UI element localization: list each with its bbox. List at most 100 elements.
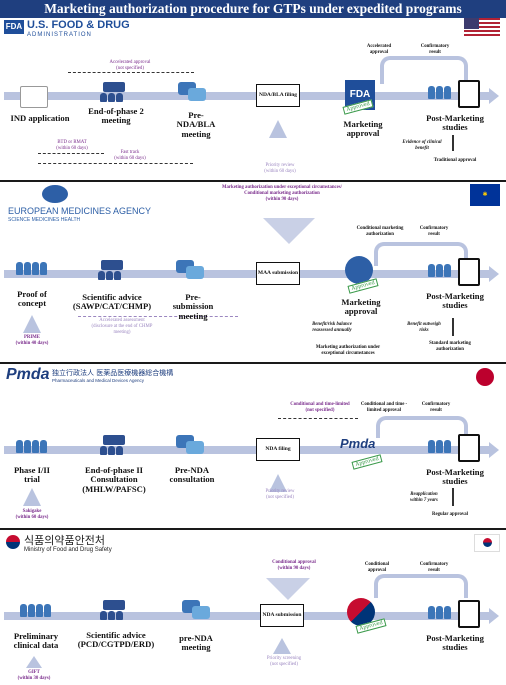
us-ind-label: IND application	[10, 113, 70, 123]
us-people-icon	[428, 86, 451, 99]
eu-meeting-icon	[98, 260, 126, 282]
eu-confirm-label: Confirmatory result	[419, 226, 449, 237]
jp-pmda-approval-icon: Pmda	[340, 436, 376, 451]
jp-priority-arrow	[269, 474, 287, 492]
eu-checklist-icon	[458, 258, 480, 286]
mfds-logo-icon	[6, 535, 20, 549]
jp-phase-label: Phase I/II trial	[13, 465, 51, 485]
eu-chat-icon	[176, 260, 206, 282]
pmda-logo: Pmda	[6, 366, 50, 383]
eu-cond-auth-label: Conditional marketing authorization	[356, 226, 404, 237]
kr-chat-icon	[182, 600, 212, 622]
eu-marketing-label: Marketing approval	[341, 297, 381, 317]
panel-divider-2	[0, 362, 506, 364]
eu-presub-label: Pre-submission meeting	[172, 292, 214, 321]
ema-name: EUROPEAN MEDICINES AGENCY	[8, 206, 152, 216]
pmda-name: 独立行政法人 医薬品医療機器総合機構	[52, 369, 174, 377]
jp-people-icon	[16, 440, 47, 453]
eu-flag-icon: ✱	[470, 184, 500, 206]
eu-accel-label: Accelerated assessment(disclosure at the…	[91, 318, 153, 335]
eu-except-note-label: Marketing authorization under exceptiona…	[315, 345, 381, 356]
kr-confirm-label: Confirmatory result	[419, 562, 449, 573]
fda-name: U.S. FOOD & DRUG	[27, 19, 130, 31]
us-priority-label: Priority review(within 60 days)	[264, 163, 296, 174]
jp-filing-box: NDA filing	[256, 438, 300, 461]
us-prebla-label: Pre-NDA/BLA meeting	[176, 110, 216, 139]
us-btd-label: BTD or RMAT(within 60 days)	[56, 140, 88, 151]
eu-timeline-arrowhead	[489, 266, 499, 282]
kr-people-icon	[20, 604, 51, 617]
panel-divider-3	[0, 528, 506, 530]
jp-cond-time-label: Conditional and time-limited(not specifi…	[290, 402, 350, 413]
kr-timeline-arrow	[4, 612, 489, 620]
kr-cond-arrow	[266, 578, 310, 600]
mfds-name: 식품의약품안전처	[24, 534, 105, 547]
us-traditional-label: Traditional approval	[433, 158, 477, 163]
kr-priority-arrow	[273, 638, 291, 654]
kr-timeline-arrowhead	[489, 608, 499, 624]
kr-meeting-icon	[100, 600, 128, 622]
jp-regular-label: Regular approval	[432, 512, 468, 517]
page-title: Marketing authorization procedure for GT…	[0, 0, 506, 18]
us-post-label: Post-Marketing studies	[426, 113, 484, 133]
kr-loop-arrow	[374, 574, 468, 598]
pmda-sub: Pharmaceuticals and Medical Devices Agen…	[52, 378, 145, 383]
ema-logo-icon	[42, 185, 68, 203]
kr-gift-label: GIFT(within 30 days)	[17, 670, 51, 681]
eu-except-label: Marketing authorization under exceptiona…	[222, 185, 343, 202]
us-accelerated-line	[68, 72, 194, 73]
eu-maa-box: MAA submission	[256, 262, 300, 285]
jp-prenda-label: Pre-NDA consultation	[169, 465, 215, 485]
us-checklist-icon	[458, 80, 480, 108]
jp-eop-label: End-of-phase II Consultation (MHLW/PAFSC…	[82, 465, 146, 494]
eu-timeline-arrow	[4, 270, 489, 278]
jp-post-people-icon	[428, 440, 451, 453]
eu-advice-label: Scientific advice (SAWP/CAT/CHMP)	[72, 292, 152, 312]
eu-prime-label: PRIME(within 40 days)	[15, 335, 49, 346]
jp-meeting-icon	[100, 435, 128, 457]
folder-icon	[20, 86, 48, 108]
kr-flag-icon	[474, 534, 500, 552]
us-timeline-arrow	[4, 92, 489, 100]
kr-priority-label: Priority screening(not specified)	[266, 656, 302, 667]
us-flag-icon	[464, 18, 500, 38]
jp-checklist-icon	[458, 434, 480, 462]
us-loop-arrow	[380, 56, 468, 84]
kr-post-people-icon	[428, 606, 451, 619]
mfds-sub: Ministry of Food and Drug Safety	[24, 547, 112, 553]
us-fast-line	[38, 163, 193, 164]
kr-cond-approval-label: Conditional approval	[364, 562, 390, 573]
eu-post-people-icon	[428, 264, 451, 277]
eu-except-arrow	[263, 218, 315, 244]
jp-approved-stamp: Approved	[351, 454, 383, 470]
eu-proof-label: Proof of concept	[17, 289, 47, 309]
eu-benefit-out-label: Benefit outweigh risks	[407, 322, 441, 333]
us-evidence-label: Evidence of clinical benefit	[402, 140, 442, 151]
jp-post-label: Post-Marketing studies	[426, 467, 484, 487]
panel-divider-1	[0, 180, 506, 182]
eu-accel-line	[78, 316, 238, 317]
us-timeline-arrowhead	[489, 88, 499, 104]
kr-post-label: Post-Marketing studies	[426, 633, 484, 653]
kr-gift-arrow	[26, 656, 42, 668]
jp-cond-line	[278, 418, 358, 419]
fda-logo: FDA	[4, 20, 24, 34]
eu-down-arrow	[452, 318, 454, 336]
jp-sakigake-label: Sakigake(within 60 days)	[15, 509, 49, 520]
jp-timeline-arrowhead	[489, 442, 499, 458]
kr-prelim-label: Preliminary clinical data	[13, 631, 59, 651]
kr-checklist-icon	[458, 600, 480, 628]
jp-confirm-label: Confirmatory result	[421, 402, 451, 413]
us-marketing-label: Marketing approval	[343, 119, 383, 139]
jp-sakigake-arrow	[23, 488, 41, 506]
eu-people-icon	[16, 262, 47, 275]
us-accelerated-label: Accelerated approval(not specified)	[109, 60, 151, 71]
kr-submission-box: NDA submission	[260, 604, 304, 627]
kr-prenda-label: pre-NDA meeting	[179, 633, 213, 653]
us-filing-box: NDA/BLA filing	[256, 84, 300, 107]
fda-sub: ADMINISTRATION	[27, 32, 92, 38]
us-eop2-label: End-of-phase 2 meeting	[88, 106, 144, 126]
us-down-arrow	[452, 135, 454, 151]
us-confirm-label: Confirmatory result	[420, 44, 450, 55]
jp-down-arrow	[452, 488, 454, 506]
